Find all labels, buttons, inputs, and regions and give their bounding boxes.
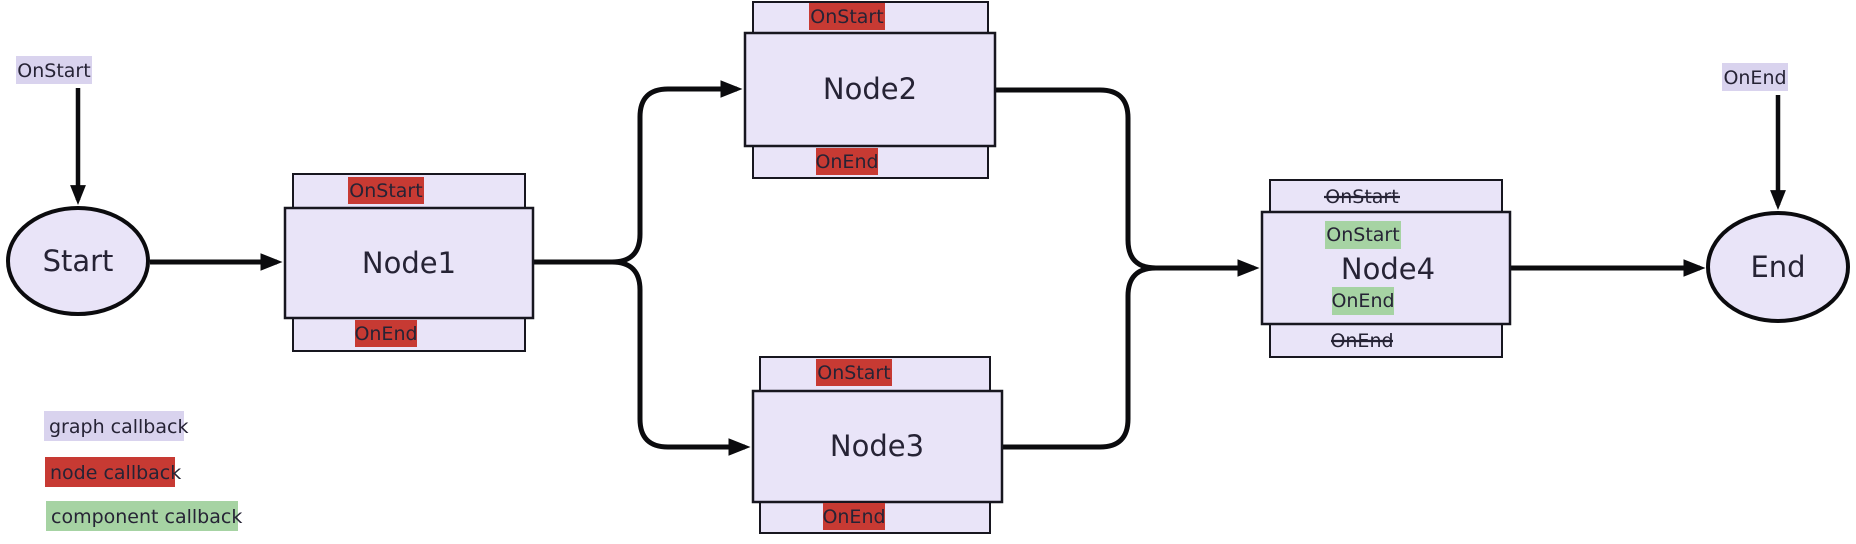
legend-component-swatch [46, 501, 238, 531]
node-callback-badge [355, 320, 417, 347]
node1-onend-label: OnEnd [354, 323, 417, 345]
node2: OnStart Node2 OnEnd [743, 1, 997, 179]
legend-graph-swatch [44, 411, 184, 441]
node-callback-badge [816, 359, 892, 386]
node1-onstart-label: OnStart [349, 180, 422, 202]
legend-component-label: component callback [51, 506, 242, 528]
node-callback-badge [809, 3, 885, 30]
graph-callback-badge [1722, 63, 1788, 91]
node2-body [743, 31, 997, 148]
node3: OnStart Node3 OnEnd [751, 356, 1004, 534]
node1-title: Node1 [362, 246, 456, 280]
node1: OnStart Node1 OnEnd [283, 173, 535, 352]
graph-onend-label: OnEnd [1723, 67, 1786, 89]
graph-onstart-callout: OnStart [16, 56, 92, 205]
legend-node-swatch [45, 457, 175, 487]
node2-title: Node2 [823, 72, 917, 106]
end-ellipse [1706, 211, 1850, 323]
edge-node1-to-node3 [534, 259, 751, 456]
node3-onend-label: OnEnd [822, 506, 885, 528]
node3-title: Node3 [830, 429, 924, 463]
component-callback-badge [1332, 287, 1394, 315]
edge-node1-to-node2 [534, 80, 743, 265]
start-ellipse [6, 206, 150, 316]
legend: graph callback node callback component c… [44, 411, 242, 531]
legend-graph-label: graph callback [49, 416, 188, 438]
edge-node3-to-node4 [1002, 265, 1157, 450]
graph-onend-callout: OnEnd [1722, 63, 1788, 210]
node4-title: Node4 [1341, 252, 1435, 286]
node4: OnStart OnStart Node4 OnEnd OnEnd [1260, 179, 1512, 358]
node1-body [283, 206, 535, 320]
graph-onstart-label: OnStart [17, 60, 90, 82]
node4-component-onend-label: OnEnd [1331, 290, 1394, 312]
node2-onstart-label: OnStart [810, 6, 883, 28]
start-node: Start [6, 206, 150, 316]
node4-component-onstart-label: OnStart [1326, 224, 1399, 246]
node-callback-badge [816, 148, 878, 175]
node2-onend-label: OnEnd [815, 151, 878, 173]
start-label: Start [43, 244, 114, 278]
component-callback-badge [1325, 221, 1401, 249]
graph-callback-badge [16, 56, 92, 84]
node3-onstart-label: OnStart [817, 362, 890, 384]
edge-node2-to-node4 [995, 87, 1260, 277]
node-callback-badge [823, 503, 885, 530]
node3-body [751, 389, 1004, 504]
end-node: End [1706, 211, 1850, 323]
legend-node-label: node callback [50, 462, 181, 484]
node-callback-badge [348, 177, 424, 204]
end-label: End [1750, 250, 1805, 284]
